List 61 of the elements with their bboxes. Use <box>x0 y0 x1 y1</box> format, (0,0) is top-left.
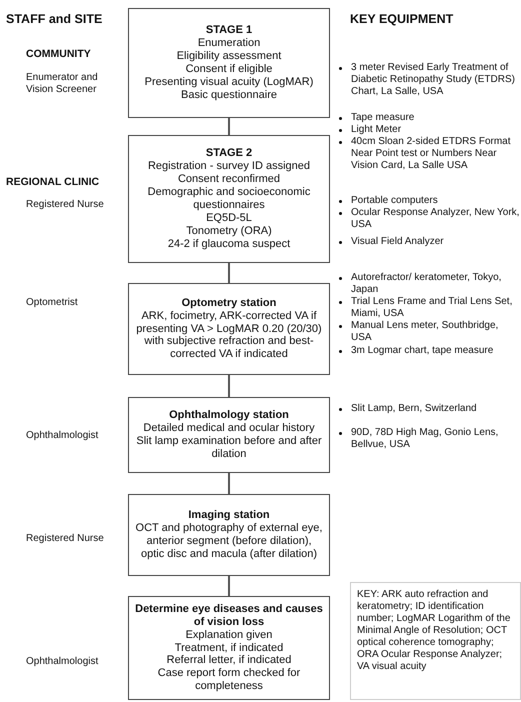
key-text: KEY: ARK auto refraction and keratometry; ID identification number; LogMAR Logarithm of the Minimal Angle of Resolution; OCT optical coherence tomography; ORA Ocular Response Analyzer; VA visual acuity <box>357 589 512 673</box>
box-text: Basic questionnaire <box>180 88 277 102</box>
staff-role: Enumerator and Vision Screener <box>26 72 99 96</box>
equipment-item: 3 meter Revised Early Treatment of Diabetic Retinopathy Study (ETDRS) Chart, La Salle, USA <box>336 62 520 98</box>
equipment-item: Portable computers <box>336 195 520 207</box>
box-text: Registration - survey ID assigned <box>148 160 310 174</box>
box-text: Demographic and socioeconomic questionnaires <box>146 186 312 212</box>
column-heading: STAFF and SITE <box>6 12 104 27</box>
box-text: ARK, focimetry, ARK-corrected VA if presenting VA > LogMAR 0.20 (20/30) with subjective refraction and best-corrected VA if indicated <box>135 310 323 362</box>
box-text: Eligibility assessment <box>176 50 282 63</box>
box-text: EQ5D-5L <box>206 212 252 225</box>
staff-role: Registered Nurse <box>26 199 105 211</box>
box-heading: Imaging station <box>188 509 270 522</box>
box-text: Consent reconfirmed <box>178 173 280 186</box>
site-label: COMMUNITY <box>26 48 92 61</box>
box-text: Consent if eligible <box>186 63 272 76</box>
process-box <box>128 8 330 118</box>
process-box <box>128 397 330 473</box>
column-heading: KEY EQUIPMENT <box>350 12 454 27</box>
equipment-item: Light Meter <box>336 124 520 136</box>
equipment-item: 40cm Sloan 2-sided ETDRS Format Near Point test or Numbers Near Vision Card, La Salle USA <box>336 136 520 172</box>
key-box <box>350 582 521 700</box>
box-heading: STAGE 1 <box>206 24 252 38</box>
site-label: REGIONAL CLINIC <box>6 176 100 189</box>
equipment-item: Ocular Response Analyzer, New York, USA <box>336 207 520 231</box>
box-text: Treatment, if indicated <box>174 642 284 654</box>
staff-role: Ophthalmologist <box>26 656 100 668</box>
staff-role: Optometrist <box>26 297 79 309</box>
connector-line <box>228 118 230 135</box>
box-text: Presenting visual acuity (LogMAR) <box>144 76 314 89</box>
staff-role: Registered Nurse <box>26 533 105 545</box>
connector-line <box>228 576 230 596</box>
staff-role: Ophthalmologist <box>26 430 100 442</box>
connector-line <box>228 263 230 283</box>
box-text: OCT and photography of external eye, anterior segment (before dilation), optic disc and macula (after dilation) <box>135 522 323 561</box>
equipment-item: Trial Lens Frame and Trial Lens Set, Miami, USA <box>336 296 520 320</box>
equipment-item: Slit Lamp, Bern, Switzerland <box>336 403 520 415</box>
box-text: Slit lamp examination before and after dilation <box>135 435 323 461</box>
equipment-item: Manual Lens meter, Southbridge, USA <box>336 320 520 344</box>
equipment-item: 3m Logmar chart, tape measure <box>336 345 520 357</box>
box-text: Explanation given <box>186 628 272 642</box>
box-text: Case report form checked for completeness <box>156 667 302 694</box>
process-box <box>128 283 330 375</box>
box-text: Referral letter, if indicated <box>166 654 292 668</box>
connector-line <box>228 473 230 494</box>
box-text: Enumeration <box>198 37 260 50</box>
box-text: Tonometry (ORA) <box>186 224 272 238</box>
process-box <box>128 596 330 700</box>
box-heading: Optometry station <box>182 296 276 310</box>
equipment-item: Autorefractor/ keratometer, Tokyo, Japan <box>336 272 520 296</box>
box-heading: STAGE 2 <box>206 147 252 160</box>
box-heading: Determine eye diseases and causes of vision loss <box>135 602 323 629</box>
equipment-item: Tape measure <box>336 112 520 124</box>
connector-line <box>228 375 230 397</box>
equipment-item: Visual Field Analyzer <box>336 236 520 248</box>
box-text: 24-2 if glaucoma suspect <box>168 238 290 251</box>
process-box <box>128 135 330 263</box>
box-text: Detailed medical and ocular history <box>143 422 315 435</box>
box-heading: Ophthalmology station <box>169 409 289 422</box>
equipment-item: 90D, 78D High Mag, Gonio Lens, Bellvue, USA <box>336 427 520 451</box>
process-box <box>128 494 330 576</box>
